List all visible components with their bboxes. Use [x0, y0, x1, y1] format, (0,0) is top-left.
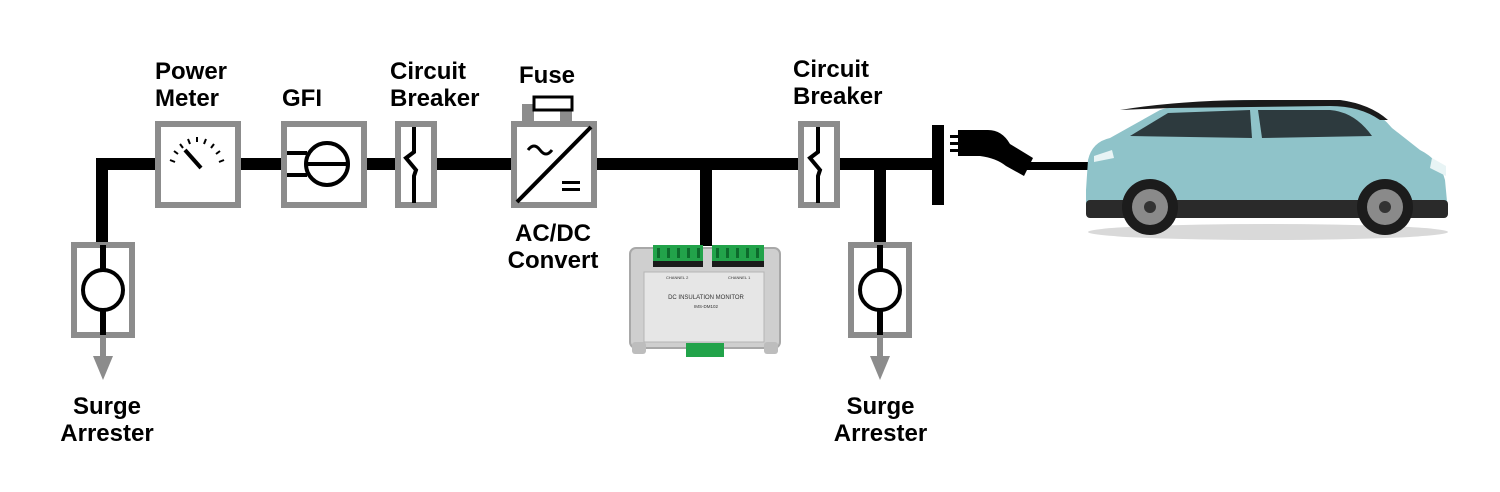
surge-arrester-left-label: Surge Arrester — [52, 393, 162, 447]
power-meter — [155, 121, 241, 208]
acdc-converter — [511, 121, 597, 208]
dc-insulation-monitor: CHANNEL 2 CHANNEL 1 DC INSULATION MONITO… — [629, 245, 781, 357]
circuit-breaker-2-label-line-2: Breaker — [793, 83, 883, 110]
circuit-breaker-1 — [395, 121, 437, 208]
monitor-model: IMS-DM102 — [694, 304, 719, 309]
power-meter-label: Power Meter — [155, 58, 227, 112]
power-meter-label-line-2: Meter — [155, 85, 220, 112]
surge-arrester-right-label-line-1: Surge — [846, 393, 915, 420]
circuit-breaker-1-label: Circuit Breaker — [390, 58, 479, 112]
gfi-label: GFI — [282, 85, 322, 112]
acdc-converter-label: AC/DC Convert — [500, 220, 606, 274]
acdc-converter-label-line-2: Convert — [507, 247, 599, 274]
circuit-breaker-2-label-line-1: Circuit — [793, 56, 870, 83]
surge-arrester-left — [71, 242, 135, 380]
circuit-breaker-1-label-line-1: Circuit — [390, 58, 467, 85]
monitor-channel-right-label: CHANNEL 1 — [728, 275, 751, 280]
surge-arrester-left-label-line-1: Surge — [72, 393, 141, 420]
fuse-symbol — [522, 95, 574, 124]
electric-vehicle-car — [1086, 100, 1448, 240]
gfi-device — [281, 121, 367, 208]
circuit-breaker-2-label: Circuit Breaker — [793, 56, 882, 110]
circuit-breaker-2 — [798, 121, 840, 208]
surge-arrester-right-label: Surge Arrester — [823, 393, 938, 447]
surge-arrester-right-label-line-2: Arrester — [833, 420, 928, 447]
charging-connector-plug — [932, 125, 1091, 205]
monitor-channel-left-label: CHANNEL 2 — [666, 275, 689, 280]
power-meter-label-line-1: Power — [155, 58, 228, 85]
surge-arrester-right — [848, 158, 912, 380]
acdc-converter-label-line-1: AC/DC — [515, 220, 591, 247]
monitor-title: DC INSULATION MONITOR — [668, 295, 744, 301]
surge-arrester-left-label-line-2: Arrester — [60, 420, 154, 447]
monitor-tap-wire — [700, 158, 712, 246]
circuit-breaker-1-label-line-2: Breaker — [390, 85, 480, 112]
fuse-label: Fuse — [519, 62, 576, 89]
